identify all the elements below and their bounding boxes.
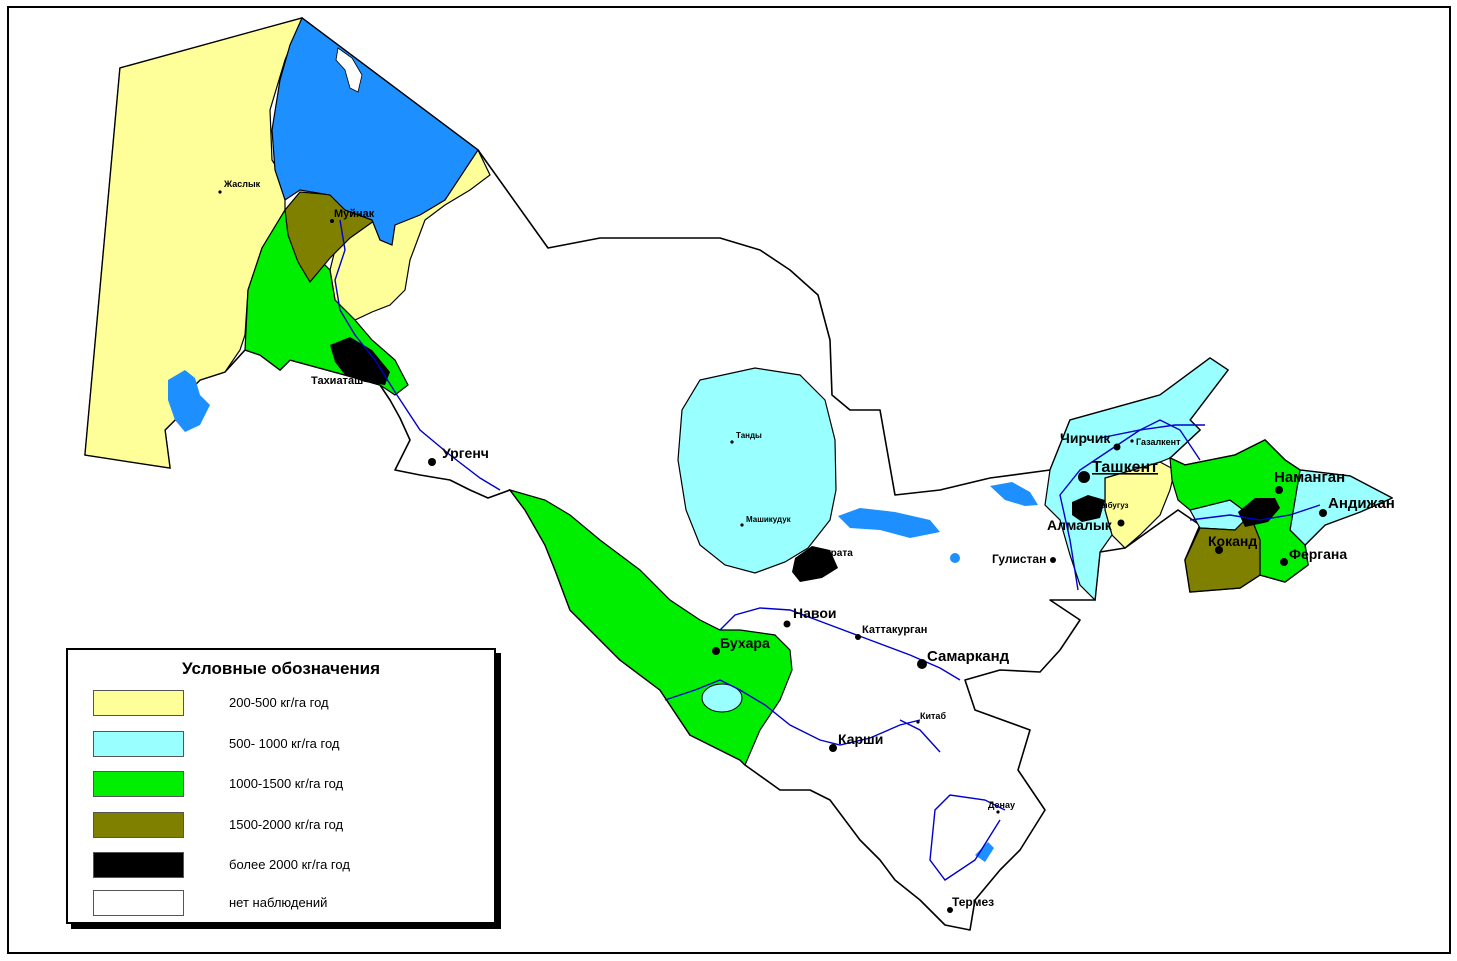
city-label-navoi: Навои <box>793 605 836 621</box>
legend-label-1500-2000: 1500-2000 кг/га год <box>229 817 344 832</box>
legend-swatch-no-data <box>93 890 184 916</box>
city-label-karshi: Карши <box>838 731 883 747</box>
city-label-andijan: Андижан <box>1328 495 1395 512</box>
zone-500-1000-tandy <box>677 367 837 574</box>
city-label-chirchik: Чирчик <box>1060 430 1111 446</box>
aral-sea-island <box>335 47 363 93</box>
sarykamysh-lake <box>168 370 210 432</box>
city-label-nurata: Нурата <box>818 548 853 559</box>
city-label-muynak: Муйнак <box>334 208 375 220</box>
zone-500-1000-tashkent <box>1044 357 1229 602</box>
zone-over-2000-takhiatash <box>330 337 390 385</box>
dengizkul-lake <box>701 683 743 713</box>
legend-label-over-2000: более 2000 кг/га год <box>229 857 350 872</box>
city-label-almalyk: Алмалык <box>1047 517 1113 533</box>
city-label-takhiatash: Тахиаташ <box>311 375 363 387</box>
city-label-mashikuduk: Машикудук <box>746 515 792 524</box>
legend-item-500-1000: 500- 1000 кг/га год <box>93 731 483 757</box>
city-label-fergana: Фергана <box>1289 546 1347 562</box>
south-reservoir <box>975 842 994 862</box>
city-label-tashkent: Ташкент <box>1092 459 1158 476</box>
city-label-kokand: Коканд <box>1208 533 1257 549</box>
city-label-gulistan: Гулистан <box>992 552 1046 566</box>
city-label-tuyabuguz: Туябугуз <box>1094 501 1129 510</box>
small-lake-east <box>950 553 960 563</box>
charvak-reservoir <box>990 482 1038 506</box>
city-label-denau: Денау <box>988 800 1015 810</box>
city-label-urgench: Ургенч <box>442 445 489 461</box>
zone-over-2000-namangan <box>1238 498 1280 527</box>
legend-title: Условные обозначения <box>181 659 381 678</box>
map-legend: Условные обозначения 200-500 кг/га год 5… <box>66 648 496 924</box>
legend-swatch-1500-2000 <box>93 812 184 838</box>
city-label-tandy: Танды <box>736 431 762 440</box>
legend-swatch-200-500 <box>93 690 184 716</box>
zone-over-2000-nurata <box>792 546 838 582</box>
aral-sea <box>271 17 479 246</box>
city-label-kitab: Китаб <box>920 711 946 721</box>
city-label-gazalkent: Газалкент <box>1136 437 1181 447</box>
legend-item-1000-1500: 1000-1500 кг/га год <box>93 771 483 797</box>
legend-swatch-over-2000 <box>93 852 184 878</box>
city-label-kattakurgan: Каттакурган <box>862 624 927 636</box>
legend-swatch-500-1000 <box>93 731 184 757</box>
zone-over-2000-tuyabuguz <box>1072 495 1105 522</box>
legend-item-200-500: 200-500 кг/га год <box>93 690 483 716</box>
legend-label-200-500: 200-500 кг/га год <box>229 695 329 710</box>
city-markers <box>218 190 1327 913</box>
aydarkul-lake <box>838 508 940 538</box>
zone-1000-1500-fergana <box>1169 439 1309 583</box>
map-frame <box>7 6 1451 954</box>
zone-1500-2000-kokand <box>1184 513 1261 593</box>
city-label-termez: Термез <box>952 895 994 909</box>
legend-item-1500-2000: 1500-2000 кг/га год <box>93 812 483 838</box>
city-label-namangan: Наманган <box>1274 469 1345 486</box>
rivers <box>334 219 1321 881</box>
city-label-bukhara: Бухара <box>720 635 770 651</box>
legend-label-no-data: нет наблюдений <box>229 895 328 910</box>
legend-swatch-1000-1500 <box>93 771 184 797</box>
zone-200-500-ustyurt <box>84 17 304 469</box>
legend-item-over-2000: более 2000 кг/га год <box>93 852 483 878</box>
city-label-zhaslyk: Жаслык <box>223 179 261 189</box>
legend-item-no-data: нет наблюдений <box>93 890 483 916</box>
legend-label-1000-1500: 1000-1500 кг/га год <box>229 776 344 791</box>
city-label-samarkand: Самарканд <box>927 648 1010 665</box>
legend-label-500-1000: 500- 1000 кг/га год <box>229 736 340 751</box>
